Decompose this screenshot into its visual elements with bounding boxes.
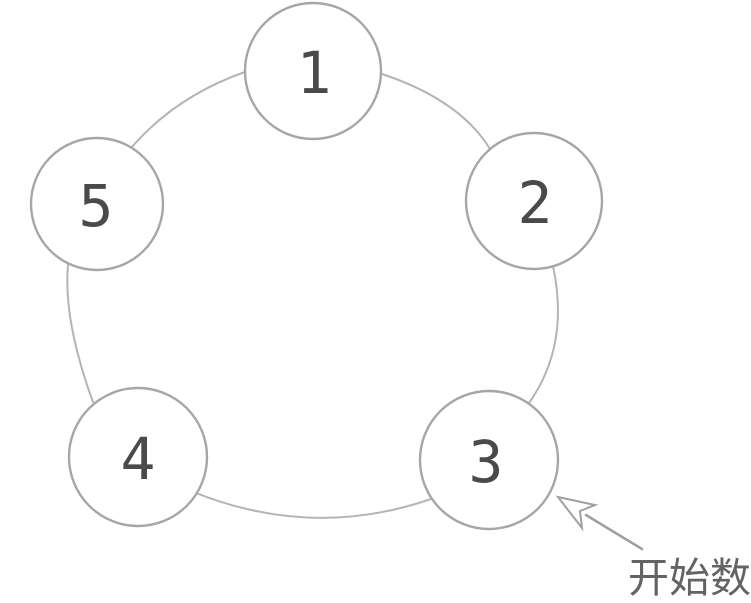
- node-1: 1: [243, 1, 383, 141]
- node-2-label: 2: [518, 169, 553, 237]
- arrow-shaft: [584, 513, 644, 551]
- start-arrow: [555, 495, 644, 551]
- node-1-label: 1: [297, 39, 332, 107]
- arc-node5-node1: [130, 71, 246, 149]
- node-1-circle: [243, 1, 383, 141]
- node-4-circle: [67, 386, 209, 528]
- node-3: 3: [418, 389, 560, 531]
- node-4: 4: [67, 386, 209, 528]
- arrow-head-icon: [555, 495, 599, 532]
- node-2-circle: [464, 131, 604, 271]
- arc-node4-node5: [66, 264, 94, 403]
- arc-node2-node3: [528, 265, 559, 404]
- arc-node3-node4: [195, 492, 435, 519]
- node-3-circle: [418, 389, 560, 531]
- node-4-label: 4: [121, 425, 156, 493]
- start-count-label: 开始数: [628, 554, 751, 602]
- connecting-ring: [66, 71, 559, 519]
- node-5-label: 5: [79, 172, 114, 240]
- node-5-circle: [29, 136, 165, 272]
- arc-node1-node2: [381, 73, 491, 150]
- node-5: 5: [29, 136, 165, 272]
- node-3-label: 3: [469, 428, 504, 496]
- node-2: 2: [464, 131, 604, 271]
